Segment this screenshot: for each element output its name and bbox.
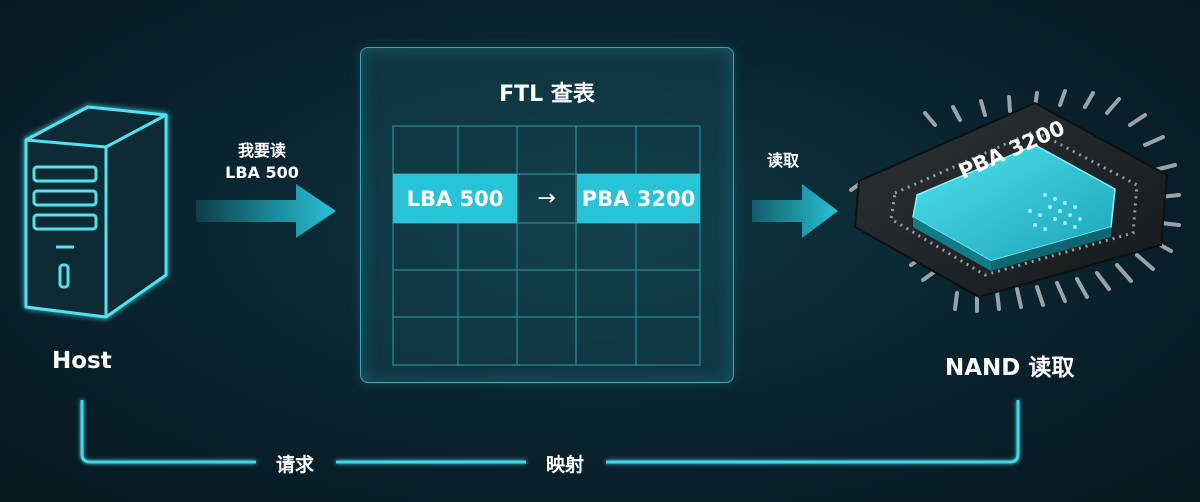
read-arrow	[752, 184, 838, 238]
nand-label: NAND 读取	[945, 355, 1075, 381]
nand-chip-icon	[849, 89, 1181, 313]
lba-cell: LBA 500	[393, 174, 517, 223]
bottom-request-label: 请求	[276, 454, 315, 476]
bottom-mapping-label: 映射	[546, 454, 585, 476]
bottom-flow-line	[80, 400, 1020, 464]
read-label: 读取	[766, 151, 799, 170]
host-label: Host	[52, 348, 112, 374]
ftl-table-grid	[392, 125, 701, 366]
host-server-icon	[24, 105, 168, 319]
mapping-arrow: →	[537, 186, 556, 211]
request-label: 我要读 LBA 500	[212, 140, 312, 184]
request-line2: LBA 500	[225, 163, 299, 182]
pba-cell: PBA 3200	[577, 174, 700, 223]
ftl-title: FTL 查表	[499, 82, 595, 107]
request-line1: 我要读	[237, 141, 286, 160]
request-arrow	[196, 184, 336, 238]
